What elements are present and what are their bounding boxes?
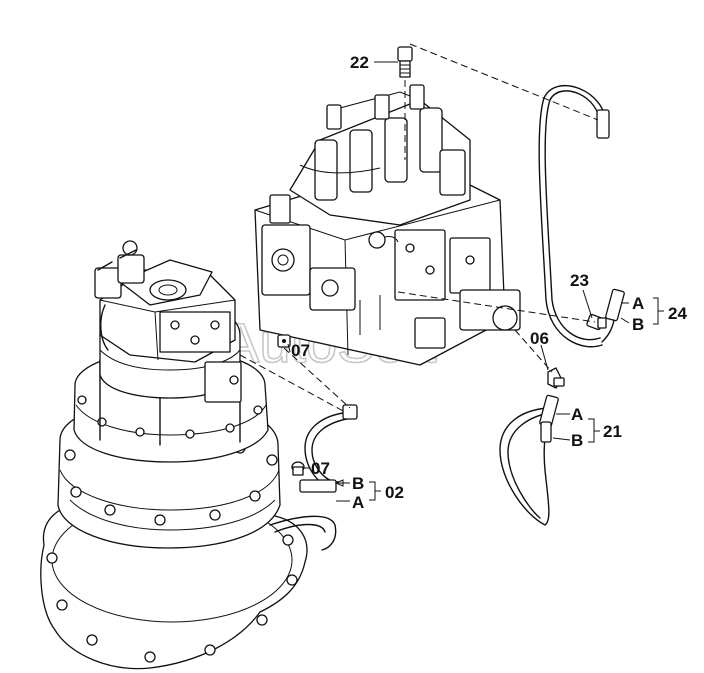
callout-21-a: A — [571, 405, 583, 424]
callout-02-a: A — [352, 493, 364, 512]
callout-24-a: A — [632, 294, 644, 313]
part-07-fitting-lower — [291, 461, 305, 476]
hose-02 — [299, 404, 358, 493]
callout-07-lower: 07 — [311, 459, 330, 478]
callout-02: 02 — [385, 483, 404, 502]
callout-24: 24 — [668, 304, 687, 323]
callout-07-upper: 07 — [291, 341, 310, 360]
part-07-fitting-upper — [277, 334, 291, 348]
hose-24 — [538, 85, 625, 348]
callout-leaders — [287, 61, 664, 502]
callout-23: 23 — [570, 271, 589, 290]
part-22-plug — [397, 46, 413, 78]
part-23-elbow — [586, 313, 607, 331]
callout-22: 22 — [350, 53, 369, 72]
callout-02-b: B — [352, 474, 364, 493]
callout-21-b: B — [571, 431, 583, 450]
part-06-elbow — [547, 367, 565, 389]
control-valve-assembly — [254, 84, 521, 366]
callout-24-b: B — [632, 315, 644, 334]
callout-21: 21 — [603, 422, 622, 441]
callout-06: 06 — [530, 329, 549, 348]
swing-motor-assembly — [40, 240, 337, 670]
dashed-leaders — [239, 43, 599, 413]
hose-21 — [499, 394, 559, 526]
